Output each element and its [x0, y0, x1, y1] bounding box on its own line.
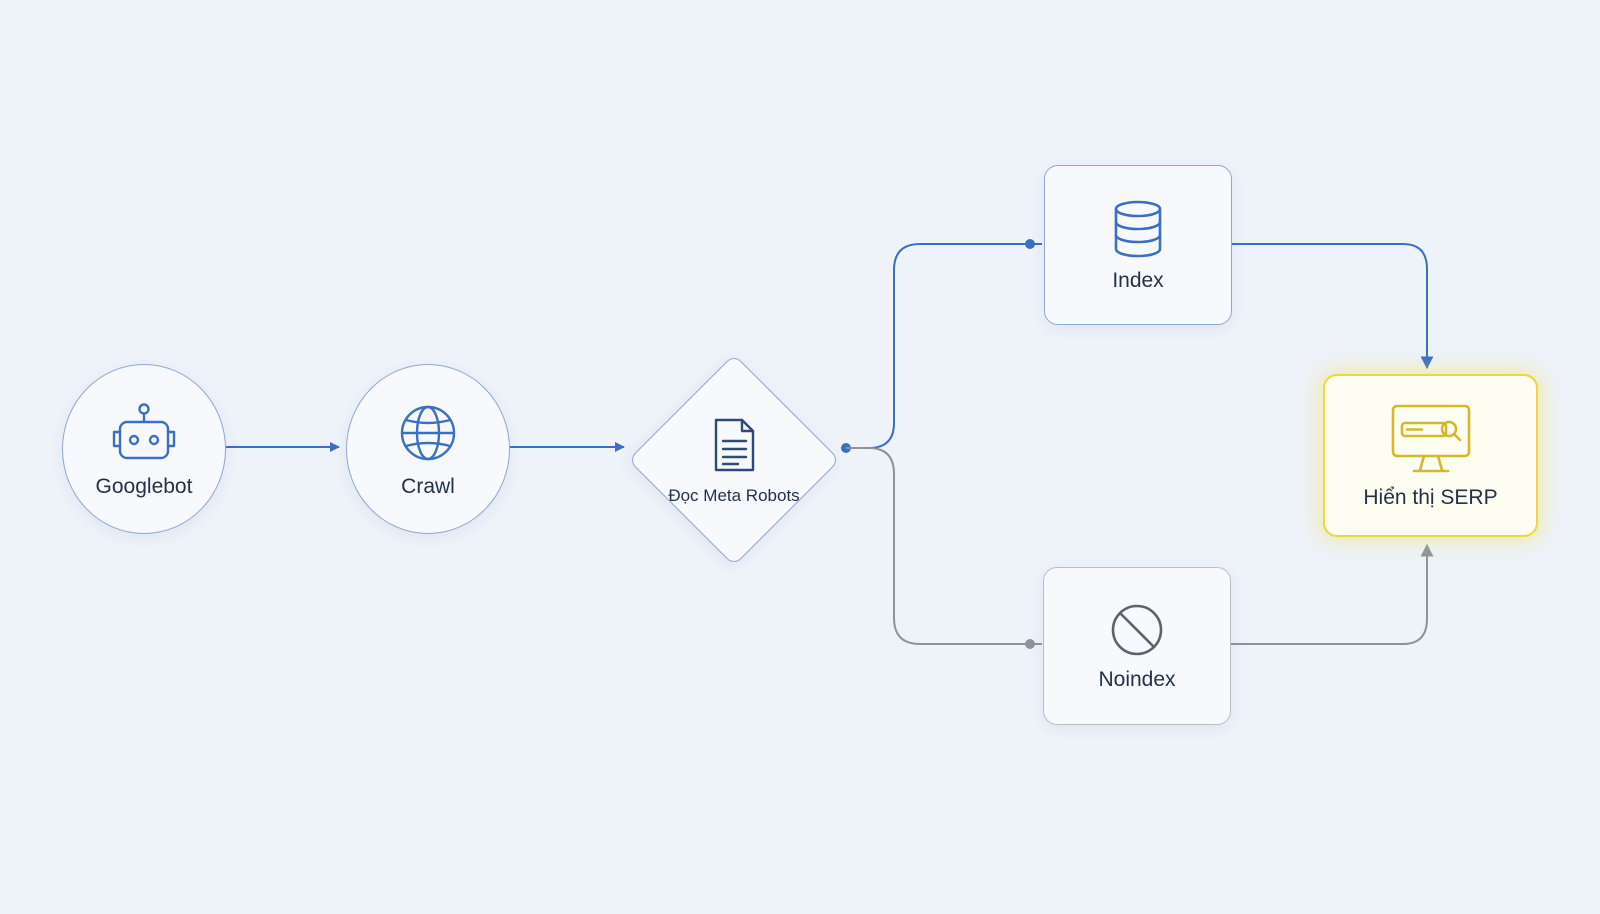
- edge-meta-index-end-dot: [1025, 239, 1035, 249]
- noindex-node: Noindex: [1043, 567, 1231, 725]
- crawl-label: Crawl: [401, 474, 455, 498]
- index-node: Index: [1044, 165, 1232, 325]
- noindex-label: Noindex: [1098, 667, 1176, 691]
- crawl-node: Crawl: [346, 364, 510, 534]
- globe-icon: [397, 402, 459, 464]
- meta-robots-label: Đọc Meta Robots: [668, 485, 800, 505]
- monitor-search-icon: [1390, 403, 1472, 475]
- googlebot-node: Googlebot: [62, 364, 226, 534]
- document-icon: [711, 417, 757, 473]
- edge-index-serp: [1232, 243, 1434, 370]
- googlebot-label: Googlebot: [95, 474, 193, 498]
- serp-label: Hiển thị SERP: [1363, 486, 1498, 509]
- edge-meta-index: [846, 243, 1042, 449]
- database-icon: [1112, 200, 1164, 258]
- serp-node: Hiển thị SERP: [1323, 374, 1538, 537]
- index-label: Index: [1112, 268, 1164, 292]
- edge-noindex-serp: [1231, 543, 1434, 645]
- robot-icon: [110, 402, 178, 464]
- prohibited-icon: [1110, 603, 1164, 657]
- edge-meta-noindex-end-dot: [1025, 639, 1035, 649]
- meta-robots-content: Đọc Meta Robots: [634, 385, 834, 535]
- edge-meta-noindex: [846, 447, 1042, 645]
